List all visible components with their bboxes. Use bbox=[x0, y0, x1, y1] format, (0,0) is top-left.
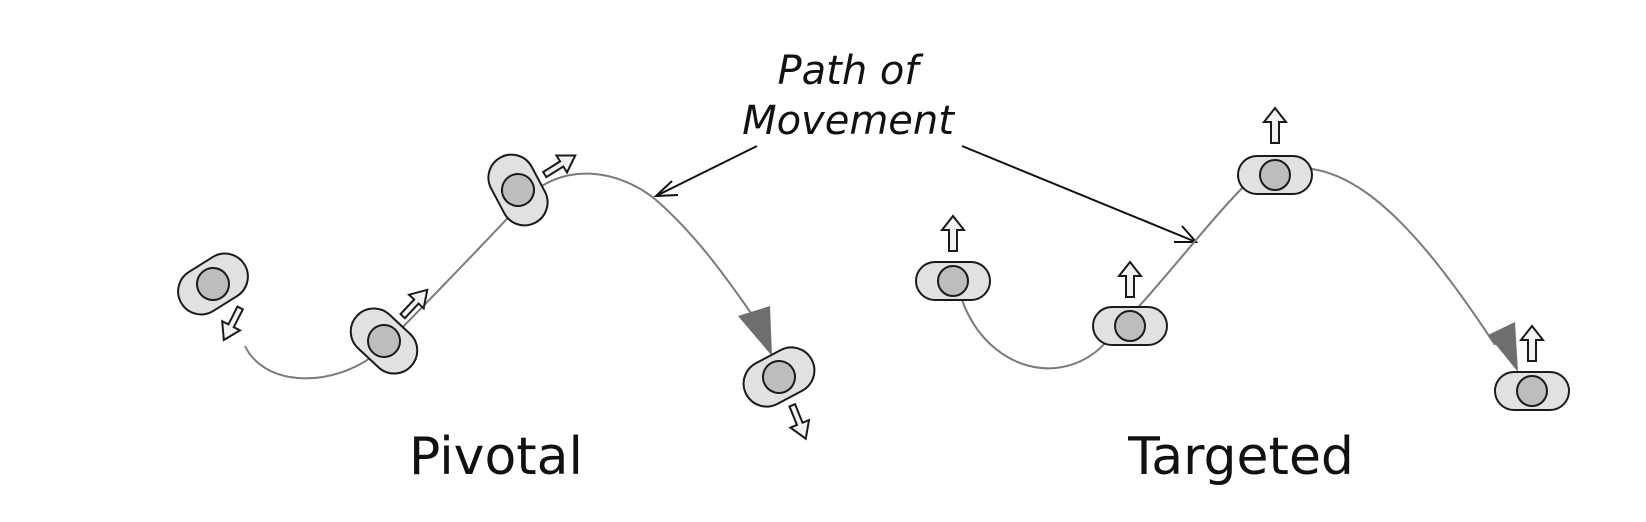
leader-arrow-targeted bbox=[1174, 225, 1199, 243]
up-arrow-targeted-3 bbox=[1261, 106, 1289, 144]
annotation-line-1: Path of bbox=[778, 48, 925, 94]
module-pivotal-2 bbox=[349, 307, 419, 375]
paths bbox=[244, 166, 1496, 380]
leader-lines bbox=[653, 145, 1199, 243]
up-arrow-targeted-4 bbox=[1518, 324, 1546, 362]
leader-line-targeted bbox=[961, 145, 1197, 243]
move-arrow-pivotal-1 bbox=[221, 305, 245, 342]
module-targeted-3 bbox=[1237, 155, 1313, 195]
path-targeted bbox=[961, 166, 1496, 370]
move-arrow-pivotal-4 bbox=[788, 402, 811, 441]
panel-title-pivotal: Pivotal bbox=[409, 427, 583, 487]
module-targeted-2 bbox=[1092, 306, 1168, 346]
leader-arrow-pivotal bbox=[653, 180, 679, 198]
module-pivotal-4 bbox=[742, 346, 816, 408]
leader-line-pivotal bbox=[655, 145, 758, 197]
up-arrow-targeted-1 bbox=[939, 214, 967, 252]
move-arrow-pivotal-2 bbox=[399, 288, 429, 320]
module-pivotal-3 bbox=[487, 153, 549, 227]
module-pivotal-1 bbox=[177, 252, 249, 316]
path-arrowhead-pivotal bbox=[738, 306, 772, 356]
module-targeted-1 bbox=[915, 261, 991, 301]
module-targeted-4 bbox=[1494, 371, 1570, 411]
move-arrow-pivotal-3 bbox=[541, 154, 577, 179]
up-arrow-targeted-2 bbox=[1116, 260, 1144, 298]
path-arrowhead-targeted bbox=[1488, 322, 1518, 372]
panel-title-targeted: Targeted bbox=[1127, 427, 1354, 487]
annotation-line-2: Movement bbox=[742, 98, 955, 144]
